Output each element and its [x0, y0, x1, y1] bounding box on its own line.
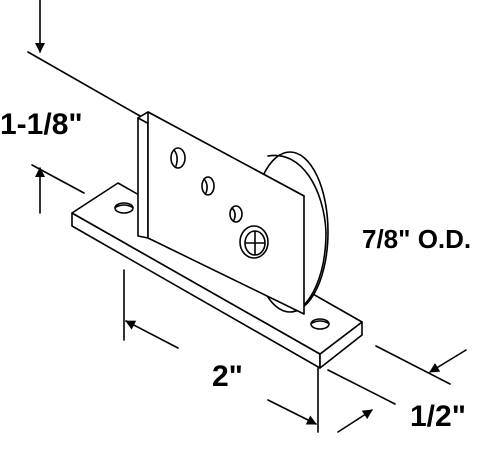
width-extension-bottom: [327, 369, 396, 405]
base-mounting-hole-left: [114, 202, 134, 214]
wheel-diameter-label: 7/8" O.D.: [362, 224, 471, 254]
length-dimension-label: 2": [212, 360, 243, 393]
base-mounting-hole-right: [310, 318, 330, 330]
wheel-tread: [267, 154, 327, 233]
bracket-hole-2: [201, 176, 215, 196]
length-arrow-left: [125, 320, 179, 349]
width-extension-top: [375, 345, 451, 385]
bracket-hole-1: [170, 147, 186, 169]
dimension-lines: [27, 0, 467, 433]
width-dimension-label: 1/2": [410, 400, 466, 433]
length-arrow-right: [267, 399, 317, 425]
width-arrow-bottom: [337, 409, 373, 433]
bracket-front-face: [147, 111, 305, 315]
vertical-bracket: [137, 111, 305, 315]
axle-rivet: [239, 225, 269, 259]
bracket-hole-3: [229, 205, 243, 223]
bracket-edge: [137, 111, 149, 239]
height-dimension-label: 1-1/8": [0, 108, 83, 141]
height-extension-top: [27, 51, 141, 117]
width-arrow-top: [429, 349, 467, 373]
